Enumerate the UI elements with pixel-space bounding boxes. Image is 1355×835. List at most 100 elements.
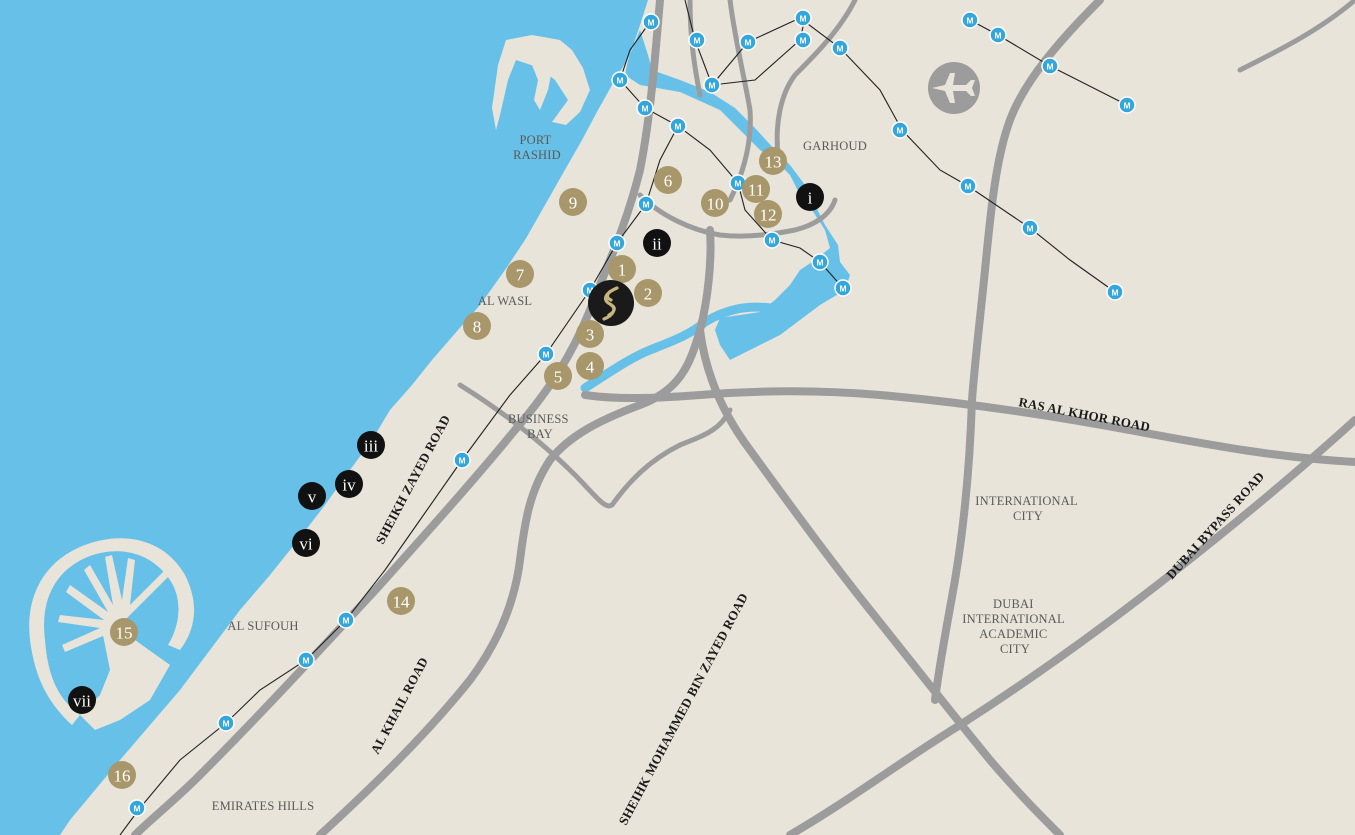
metro-station-label: M xyxy=(964,182,971,192)
poi-marker-v[interactable]: v xyxy=(298,482,326,510)
metro-station-label: M xyxy=(641,104,648,114)
svg-text:2: 2 xyxy=(644,285,653,304)
poi-marker-i[interactable]: i xyxy=(796,183,824,211)
poi-marker-7[interactable]: 7 xyxy=(506,260,534,288)
poi-marker-9[interactable]: 9 xyxy=(559,188,587,216)
metro-station-icon[interactable]: M xyxy=(453,451,471,469)
al-sufouh-label: AL SUFOUH xyxy=(227,619,298,633)
metro-station-label: M xyxy=(768,236,775,246)
poi-marker-16[interactable]: 16 xyxy=(108,761,136,789)
metro-station-icon[interactable]: M xyxy=(989,26,1007,44)
metro-station-icon[interactable]: M xyxy=(669,117,687,135)
metro-station-label: M xyxy=(799,36,806,46)
svg-text:6: 6 xyxy=(664,172,673,191)
svg-text:5: 5 xyxy=(554,368,563,387)
gold-markers[interactable]: 1 2 3 4 5 6 7 8 9 10 11 12 13 14 15 16 xyxy=(108,147,787,789)
metro-station-icon[interactable]: M xyxy=(688,31,706,49)
poi-marker-3[interactable]: 3 xyxy=(576,320,604,348)
svg-text:1: 1 xyxy=(618,261,627,280)
svg-text:11: 11 xyxy=(748,181,764,200)
svg-text:4: 4 xyxy=(586,358,595,377)
poi-marker-15[interactable]: 15 xyxy=(110,618,138,646)
metro-station-icon[interactable]: M xyxy=(831,39,849,57)
metro-station-label: M xyxy=(1046,62,1053,72)
metro-station-label: M xyxy=(836,44,843,54)
metro-station-icon[interactable]: M xyxy=(1118,96,1136,114)
metro-station-icon[interactable]: M xyxy=(959,177,977,195)
sheikh-zayed-road xyxy=(131,0,664,835)
svg-text:7: 7 xyxy=(516,266,525,285)
svg-text:vi: vi xyxy=(299,535,313,554)
poi-marker-12[interactable]: 12 xyxy=(754,200,782,228)
metro-station-icon[interactable]: M xyxy=(297,651,315,669)
poi-marker-2[interactable]: 2 xyxy=(634,279,662,307)
metro-station-icon[interactable]: M xyxy=(739,33,757,51)
poi-marker-8[interactable]: 8 xyxy=(463,312,491,340)
metro-station-label: M xyxy=(1111,288,1118,298)
metro-station-label: M xyxy=(616,76,623,86)
metro-station-label: M xyxy=(302,656,309,666)
creek-road xyxy=(727,0,753,203)
metro-station-icon[interactable]: M xyxy=(337,611,355,629)
metro-station-label: M xyxy=(342,616,349,626)
svg-text:9: 9 xyxy=(569,194,578,213)
hotel-location-marker[interactable] xyxy=(588,280,634,326)
metro-station-icon[interactable]: M xyxy=(611,71,629,89)
metro-station-icon[interactable]: M xyxy=(642,13,660,31)
metro-station-label: M xyxy=(642,200,649,210)
garhoud-label: GARHOUD xyxy=(803,139,867,153)
poi-marker-vi[interactable]: vi xyxy=(292,529,320,557)
metro-station-icon[interactable]: M xyxy=(217,714,235,732)
business-bay-canal xyxy=(580,302,775,393)
metro-station-icon[interactable]: M xyxy=(703,76,721,94)
metro-station-icon[interactable]: M xyxy=(636,99,654,117)
poi-marker-5[interactable]: 5 xyxy=(544,362,572,390)
metro-station-icon[interactable]: M xyxy=(637,195,655,213)
poi-marker-11[interactable]: 11 xyxy=(742,175,770,203)
svg-text:8: 8 xyxy=(473,318,482,337)
road-network xyxy=(131,0,1355,835)
metro-station-icon[interactable]: M xyxy=(891,121,909,139)
metro-station-icon[interactable]: M xyxy=(608,234,626,252)
poi-marker-vii[interactable]: vii xyxy=(68,686,96,714)
metro-station-label: M xyxy=(966,16,973,26)
metro-station-icon[interactable]: M xyxy=(537,345,555,363)
metro-station-icon[interactable]: M xyxy=(1021,219,1039,237)
poi-marker-14[interactable]: 14 xyxy=(387,587,415,615)
metro-corridor-road xyxy=(1237,0,1355,73)
metro-station-icon[interactable]: M xyxy=(763,231,781,249)
hotel-logo-icon xyxy=(602,286,619,321)
airplane-icon xyxy=(932,73,975,103)
svg-text:i: i xyxy=(808,189,813,208)
svg-text:16: 16 xyxy=(114,767,131,786)
metro-station-icon[interactable]: M xyxy=(794,31,812,49)
al-wasl-label: AL WASL xyxy=(478,294,533,308)
metro-station-icon[interactable]: M xyxy=(811,253,829,271)
poi-marker-iii[interactable]: iii xyxy=(357,431,385,459)
metro-station-icon[interactable]: M xyxy=(961,11,979,29)
poi-marker-ii[interactable]: ii xyxy=(643,229,671,257)
metro-station-label: M xyxy=(133,804,140,814)
poi-marker-4[interactable]: 4 xyxy=(576,352,604,380)
poi-marker-13[interactable]: 13 xyxy=(759,147,787,175)
metro-station-icon[interactable]: M xyxy=(128,799,146,817)
poi-marker-6[interactable]: 6 xyxy=(654,166,682,194)
metro-station-icon[interactable]: M xyxy=(794,9,812,27)
sheikh-mohammed-bin-zayed-road xyxy=(696,326,1064,835)
poi-marker-iv[interactable]: iv xyxy=(335,470,363,498)
metro-station-icon[interactable]: M xyxy=(834,279,852,297)
metro-station-icon[interactable]: M xyxy=(1041,57,1059,75)
metro-station-icon[interactable]: M xyxy=(1106,283,1124,301)
svg-text:15: 15 xyxy=(116,624,133,643)
poi-marker-10[interactable]: 10 xyxy=(701,189,729,217)
metro-green-line-northeast xyxy=(969,19,1128,106)
svg-text:iv: iv xyxy=(342,476,356,495)
black-markers[interactable]: i ii iii iv v vi vii xyxy=(68,183,824,714)
area-labels: PORT RASHID GARHOUD AL WASL BUSINESS BAY… xyxy=(212,133,1077,813)
port-rashid-label: PORT RASHID xyxy=(513,133,561,162)
svg-text:ii: ii xyxy=(652,235,662,254)
metro-station-label: M xyxy=(586,286,593,296)
poi-marker-1[interactable]: 1 xyxy=(608,255,636,283)
dubai-bypass-road xyxy=(786,416,1355,835)
